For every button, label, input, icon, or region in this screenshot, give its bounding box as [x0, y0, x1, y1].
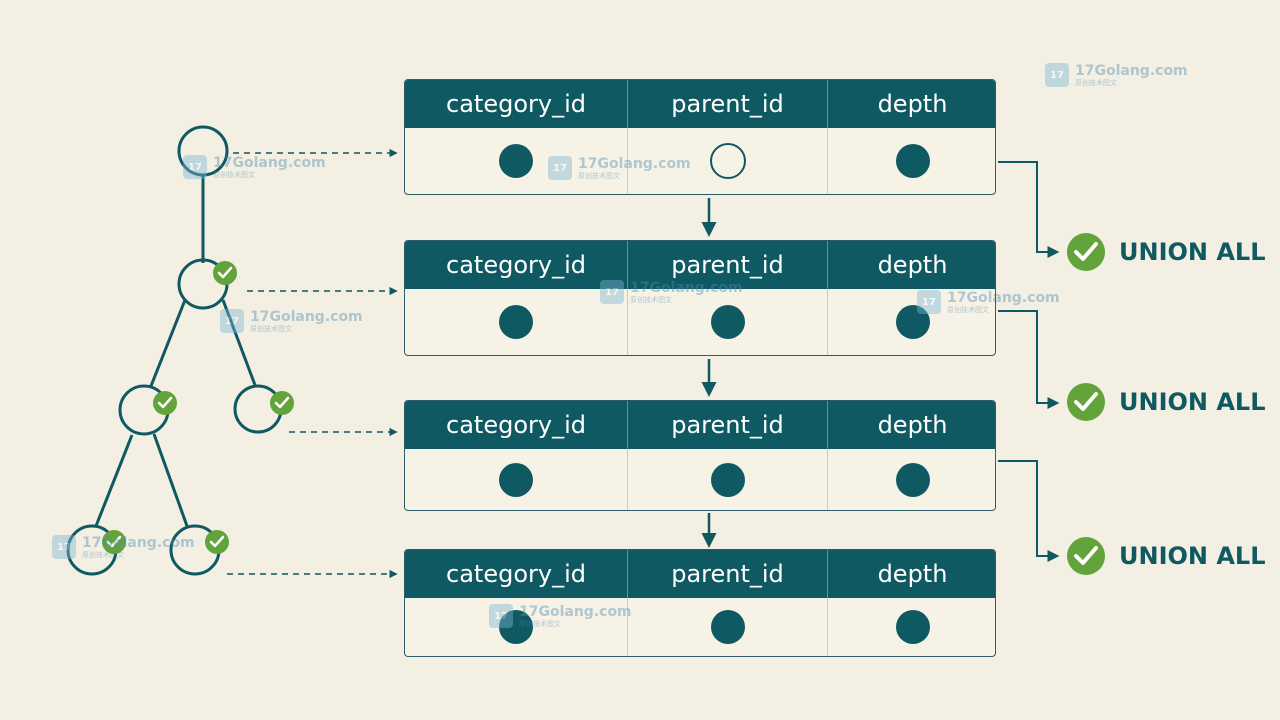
- open-dot: [709, 143, 746, 179]
- tree-edge-level3-left: [94, 434, 134, 527]
- depth-cell: [828, 449, 995, 510]
- union-connector-2: [998, 310, 1060, 409]
- check-circle-icon: [213, 261, 237, 285]
- column-header-depth: depth: [877, 560, 948, 588]
- union-all-label: UNION ALL: [1119, 542, 1266, 570]
- column-header-depth: depth: [877, 251, 948, 279]
- table-2: category_id parent_id depth: [404, 240, 996, 356]
- category-id-cell: [405, 128, 628, 194]
- table-data-row: [405, 598, 995, 656]
- parent-id-cell: [628, 289, 828, 355]
- column-header-category-id: category_id: [405, 401, 628, 449]
- filled-dot: [895, 305, 930, 339]
- filled-dot: [895, 144, 930, 178]
- table-1: category_id parent_id depth: [404, 79, 996, 195]
- tree-node-root: [177, 125, 229, 177]
- depth-cell: [828, 128, 995, 194]
- filled-dot: [895, 610, 930, 644]
- table-4: category_id parent_id depth: [404, 549, 996, 657]
- union-all-label: UNION ALL: [1119, 238, 1266, 266]
- column-header-category-id: category_id: [405, 80, 628, 128]
- column-header-category-id: category_id: [405, 550, 628, 598]
- parent-id-cell: [628, 598, 828, 656]
- table-header-row: category_id parent_id depth: [405, 241, 995, 289]
- column-header-depth: depth: [877, 411, 948, 439]
- depth-cell: [828, 289, 995, 355]
- depth-cell: [828, 598, 995, 656]
- check-circle-icon: [1067, 233, 1105, 271]
- filled-dot: [499, 144, 533, 178]
- union-connector-3: [998, 460, 1060, 562]
- parent-id-cell: [628, 449, 828, 510]
- table-header-row: category_id parent_id depth: [405, 401, 995, 449]
- table-data-row: [405, 449, 995, 510]
- table-header-row: category_id parent_id depth: [405, 550, 995, 598]
- column-header-parent-id: parent_id: [628, 241, 828, 289]
- tree-edge-level3-right: [152, 433, 189, 527]
- filled-dot: [895, 462, 930, 497]
- column-header-parent-id: parent_id: [628, 80, 828, 128]
- table-3: category_id parent_id depth: [404, 400, 996, 511]
- union-all-label: UNION ALL: [1119, 388, 1266, 416]
- filled-dot: [499, 610, 533, 644]
- union-connector-1: [998, 161, 1060, 258]
- column-header-parent-id: parent_id: [628, 401, 828, 449]
- tree-edge-level2-right: [221, 299, 257, 386]
- filled-dot: [710, 610, 745, 644]
- tree-edge-level2-left: [149, 299, 187, 387]
- column-header-depth: depth: [877, 90, 948, 118]
- check-circle-icon: [270, 391, 294, 415]
- check-circle-icon: [1067, 383, 1105, 421]
- column-header-category-id: category_id: [405, 241, 628, 289]
- filled-dot: [710, 462, 745, 497]
- check-circle-icon: [205, 530, 229, 554]
- filled-dot: [499, 305, 533, 339]
- parent-id-cell: [628, 128, 828, 194]
- category-id-cell: [405, 289, 628, 355]
- column-header-parent-id: parent_id: [628, 550, 828, 598]
- table-data-row: [405, 128, 995, 194]
- filled-dot: [710, 305, 745, 339]
- check-circle-icon: [153, 391, 177, 415]
- category-id-cell: [405, 598, 628, 656]
- table-header-row: category_id parent_id depth: [405, 80, 995, 128]
- check-circle-icon: [1067, 537, 1105, 575]
- table-data-row: [405, 289, 995, 355]
- filled-dot: [499, 462, 533, 497]
- check-circle-icon: [102, 530, 126, 554]
- category-id-cell: [405, 449, 628, 510]
